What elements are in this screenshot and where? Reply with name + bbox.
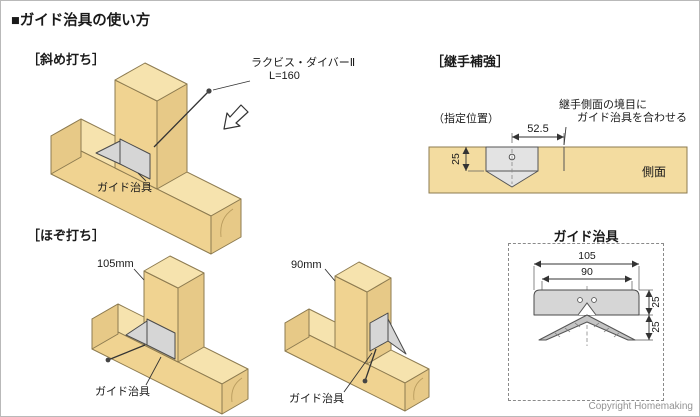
screw-hole xyxy=(577,297,583,303)
jig-label-leader xyxy=(343,352,373,393)
jig-detail-box: 105 90 xyxy=(508,243,664,401)
beam-side-face xyxy=(428,146,688,194)
hozo-uchi-drawing-90 xyxy=(284,261,430,412)
dim-25-lower-label: 25 xyxy=(651,321,662,333)
wood-grain xyxy=(413,377,424,401)
specified-position-label: （指定位置） xyxy=(433,113,499,125)
wood-grain xyxy=(231,377,243,403)
dim-105-leader xyxy=(133,268,145,281)
guide-jig xyxy=(369,312,407,355)
jig-detail-title: ガイド治具 xyxy=(553,229,619,244)
page-title: ■ガイド治具の使い方 xyxy=(11,13,151,29)
guide-jig-side-profile xyxy=(485,146,539,188)
dimension-105: 105 xyxy=(533,250,640,290)
guide-jig xyxy=(125,318,176,360)
guide-jig xyxy=(95,138,151,180)
jig-label-leader xyxy=(145,356,162,386)
dim-105-label: 105 xyxy=(578,250,596,262)
hozo-90-dim-label: 90mm xyxy=(291,259,322,271)
center-notch xyxy=(577,302,597,316)
hozo-105-dim-label: 105mm xyxy=(97,258,134,270)
alignment-note-line1: 継手側面の境目に xyxy=(559,99,647,111)
side-face-label: 側面 xyxy=(642,165,666,179)
wood-grain xyxy=(220,208,234,238)
screw-product-name: ラクビス・ダイバーⅡ xyxy=(251,57,356,69)
screw-product-label: ラクビス・ダイバーⅡ L=160 xyxy=(251,57,355,83)
dim-25-upper-label: 25 xyxy=(651,296,662,308)
dimension-90: 90 xyxy=(541,266,633,290)
dim-25-label: 25 xyxy=(450,153,462,165)
bent-flange xyxy=(538,314,636,341)
drive-direction-arrow xyxy=(223,104,249,130)
naname-uchi-drawing xyxy=(50,62,251,255)
screw-label-leader xyxy=(212,80,251,91)
screw xyxy=(105,344,146,363)
naname-jig-label: ガイド治具 xyxy=(97,182,152,194)
section-label-hozo-uchi: ［ほぞ打ち］ xyxy=(27,228,106,243)
section-label-tsugite-hokyo: ［継手補強］ xyxy=(431,54,510,69)
hozo-uchi-drawing-105 xyxy=(91,255,249,415)
tsugite-side-view: 52.5 25 側面 xyxy=(428,123,688,194)
section-label-naname-uchi: ［斜め打ち］ xyxy=(27,52,106,67)
dimension-25: 25 xyxy=(450,147,484,172)
flange-hatching xyxy=(554,322,620,338)
dimension-52-5: 52.5 xyxy=(511,123,565,145)
hozo-right-jig-label: ガイド治具 xyxy=(289,393,344,405)
dim-90-leader xyxy=(324,268,336,282)
copyright-text: Copyright Homemaking xyxy=(588,401,694,412)
dim-52-5-label: 52.5 xyxy=(527,123,548,135)
dimension-25-lower: 25 xyxy=(635,315,662,341)
hozo-left-jig-label: ガイド治具 xyxy=(95,386,150,398)
jig-detail-drawing: 105 90 xyxy=(533,250,662,346)
post xyxy=(334,261,392,365)
jig-label-leader xyxy=(137,172,147,182)
screw-length: L=160 xyxy=(269,70,300,82)
alignment-note-line2: ガイド治具を合わせる xyxy=(577,112,687,124)
dimension-25-upper: 25 xyxy=(639,289,662,316)
screw xyxy=(362,348,377,384)
jig-front-view xyxy=(533,289,640,341)
post xyxy=(114,62,188,190)
screw xyxy=(153,88,212,148)
screw-hole xyxy=(591,297,597,303)
alignment-note: 継手側面の境目に ガイド治具を合わせる xyxy=(559,99,687,125)
note-leader xyxy=(563,126,567,146)
dim-90-label: 90 xyxy=(581,266,593,278)
